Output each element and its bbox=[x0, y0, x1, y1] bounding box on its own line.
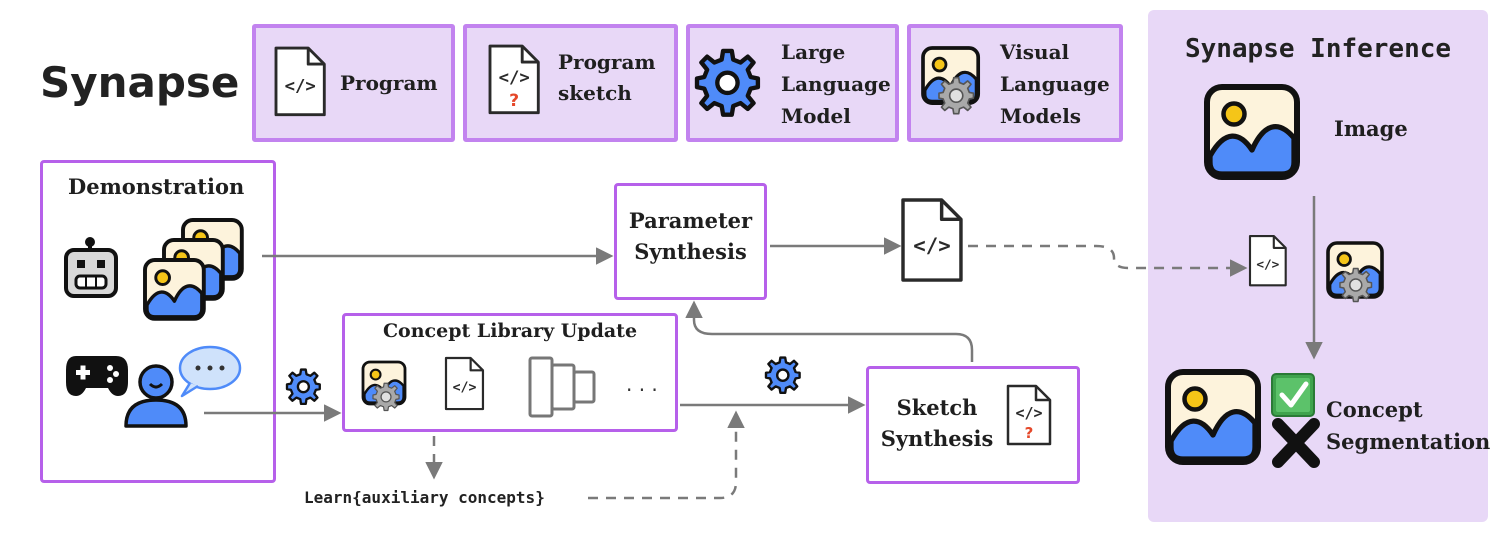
output-image-icon bbox=[1168, 372, 1258, 462]
demonstration-label: Demonstration bbox=[68, 174, 245, 199]
parameter-synthesis-box bbox=[614, 183, 767, 300]
concept-library-label: Concept Library Update bbox=[382, 320, 638, 342]
code-file-icon bbox=[444, 356, 485, 411]
legend-code-file-icon bbox=[274, 46, 326, 117]
inference-image-icon bbox=[1207, 87, 1297, 177]
user-icon bbox=[124, 364, 188, 428]
speech-bubble-icon bbox=[178, 345, 242, 398]
demonstration-box bbox=[40, 160, 276, 483]
legend-image-gear-icon bbox=[921, 46, 981, 115]
legend-program-label: Program bbox=[340, 71, 438, 95]
gamepad-icon bbox=[66, 356, 128, 396]
layers-icon bbox=[528, 356, 596, 418]
robot-icon bbox=[64, 237, 118, 298]
image-stack-icon bbox=[143, 218, 244, 321]
dashed-arrows bbox=[425, 244, 1248, 500]
inference-code-file-icon bbox=[1248, 234, 1287, 287]
cross-icon bbox=[1272, 418, 1320, 468]
legend-program-sketch bbox=[463, 24, 678, 142]
code-sketch-file-icon bbox=[1006, 384, 1052, 446]
inference-vlm-icon bbox=[1326, 241, 1384, 303]
legend-gear-icon bbox=[697, 51, 758, 115]
ellipsis: · · · bbox=[626, 378, 658, 402]
check-icon bbox=[1271, 373, 1315, 417]
inference-title: Synapse Inference bbox=[1184, 34, 1452, 64]
page-title: Synapse bbox=[40, 58, 240, 107]
learn-label: Learn{auxiliary concepts} bbox=[304, 488, 545, 507]
gear-icon bbox=[285, 368, 321, 406]
program-file-icon bbox=[901, 198, 963, 282]
legend-sketch-file-icon bbox=[488, 44, 540, 115]
inference-image-label: Image bbox=[1334, 116, 1408, 141]
image-gear-icon bbox=[361, 360, 407, 412]
gear-icon-mid bbox=[764, 356, 801, 394]
arrows bbox=[204, 196, 1323, 422]
